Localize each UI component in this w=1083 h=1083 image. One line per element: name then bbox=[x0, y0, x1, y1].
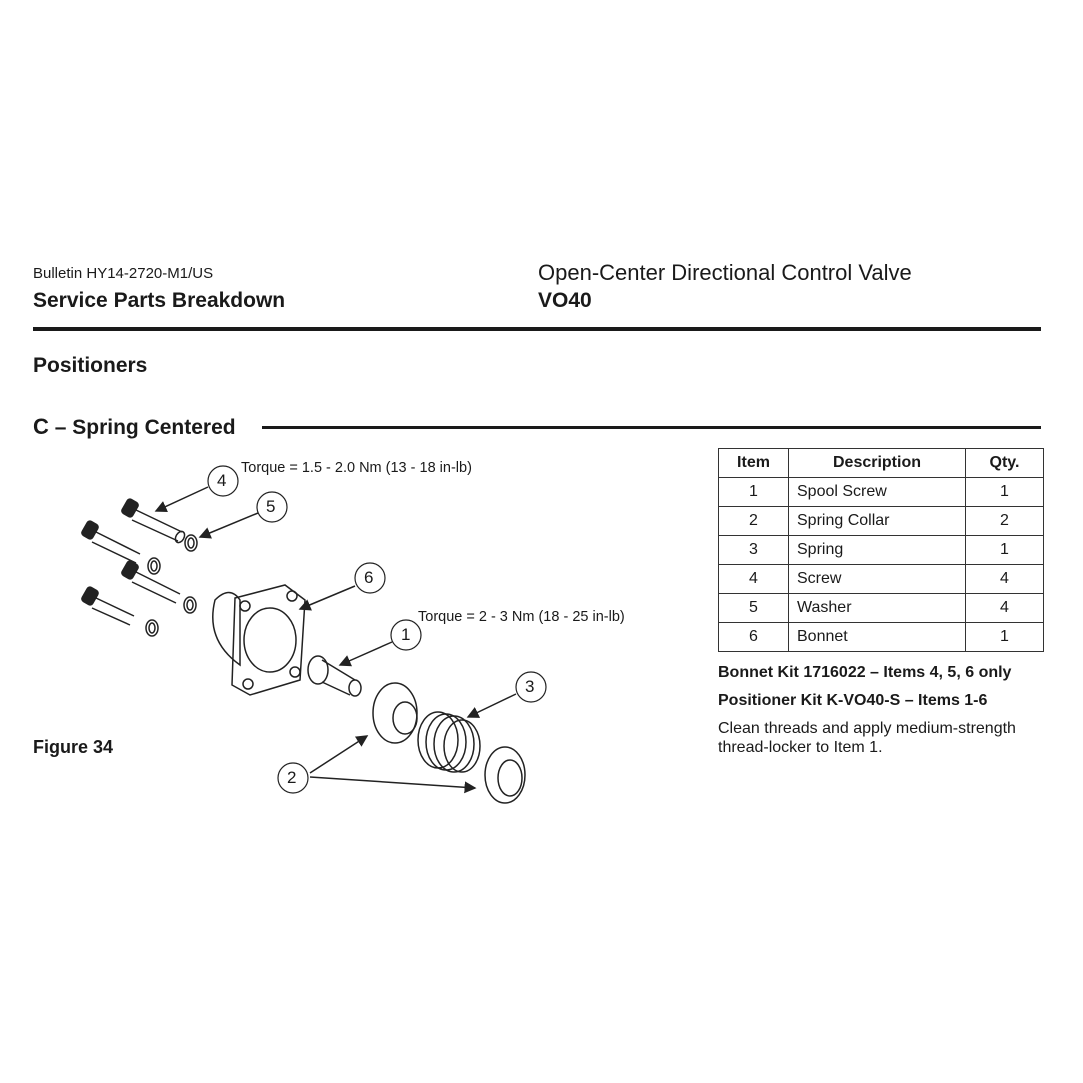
torque-note-screws: Torque = 1.5 - 2.0 Nm (13 - 18 in-lb) bbox=[241, 460, 472, 476]
figure-label: Figure 34 bbox=[33, 737, 114, 757]
spring-icon bbox=[417, 711, 481, 773]
description-cell: Spool Screw bbox=[788, 477, 966, 507]
washer-icon bbox=[145, 534, 198, 637]
qty-cell: 1 bbox=[965, 477, 1044, 507]
item-cell: 3 bbox=[718, 535, 789, 565]
callout-5: 5 bbox=[266, 497, 276, 516]
description-cell: Spring bbox=[788, 535, 966, 565]
qty-cell: 2 bbox=[965, 506, 1044, 536]
thread-locker-note: Clean threads and apply medium-strength … bbox=[718, 720, 1016, 756]
item-cell: 5 bbox=[718, 593, 789, 623]
subheading-text: – Spring Centered bbox=[54, 416, 236, 439]
item-cell: 1 bbox=[718, 477, 789, 507]
subheading-rule bbox=[262, 426, 1041, 429]
item-cell: 4 bbox=[718, 564, 789, 594]
screw-icon bbox=[81, 498, 186, 626]
callout-6: 6 bbox=[364, 568, 374, 587]
section-title: Service Parts Breakdown bbox=[33, 289, 286, 312]
header-item: Item bbox=[718, 448, 789, 478]
model-name: VO40 bbox=[538, 289, 592, 312]
bonnet-icon bbox=[212, 584, 306, 696]
bonnet-kit-note: Bonnet Kit 1716022 – Items 4, 5, 6 only bbox=[718, 664, 1012, 681]
qty-cell: 4 bbox=[965, 564, 1044, 594]
torque-note-spool-screw: Torque = 2 - 3 Nm (18 - 25 in-lb) bbox=[418, 609, 625, 625]
table-header-row: Item Description Qty. bbox=[718, 448, 1044, 478]
header-qty: Qty. bbox=[965, 448, 1044, 478]
callout-4: 4 bbox=[217, 471, 227, 490]
callout-2: 2 bbox=[287, 768, 297, 787]
description-cell: Screw bbox=[788, 564, 966, 594]
bulletin-number: Bulletin HY14-2720-M1/US bbox=[33, 265, 214, 282]
page-heading: Positioners bbox=[33, 354, 148, 377]
callout-3: 3 bbox=[525, 677, 535, 696]
subheading: C – Spring Centered bbox=[33, 414, 236, 440]
description-cell: Washer bbox=[788, 593, 966, 623]
qty-cell: 4 bbox=[965, 593, 1044, 623]
document-title: Open-Center Directional Control Valve bbox=[538, 260, 912, 285]
subheading-letter: C bbox=[33, 414, 49, 439]
item-cell: 2 bbox=[718, 506, 789, 536]
header-rule bbox=[33, 327, 1041, 331]
positioner-kit-note: Positioner Kit K-VO40-S – Items 1-6 bbox=[718, 692, 988, 709]
callout-1: 1 bbox=[401, 625, 411, 644]
spring-collar-icon bbox=[372, 682, 526, 804]
qty-cell: 1 bbox=[965, 622, 1044, 652]
item-cell: 6 bbox=[718, 622, 789, 652]
header-description: Description bbox=[788, 448, 966, 478]
description-cell: Bonnet bbox=[788, 622, 966, 652]
spool-screw-icon bbox=[307, 655, 362, 697]
qty-cell: 1 bbox=[965, 535, 1044, 565]
description-cell: Spring Collar bbox=[788, 506, 966, 536]
